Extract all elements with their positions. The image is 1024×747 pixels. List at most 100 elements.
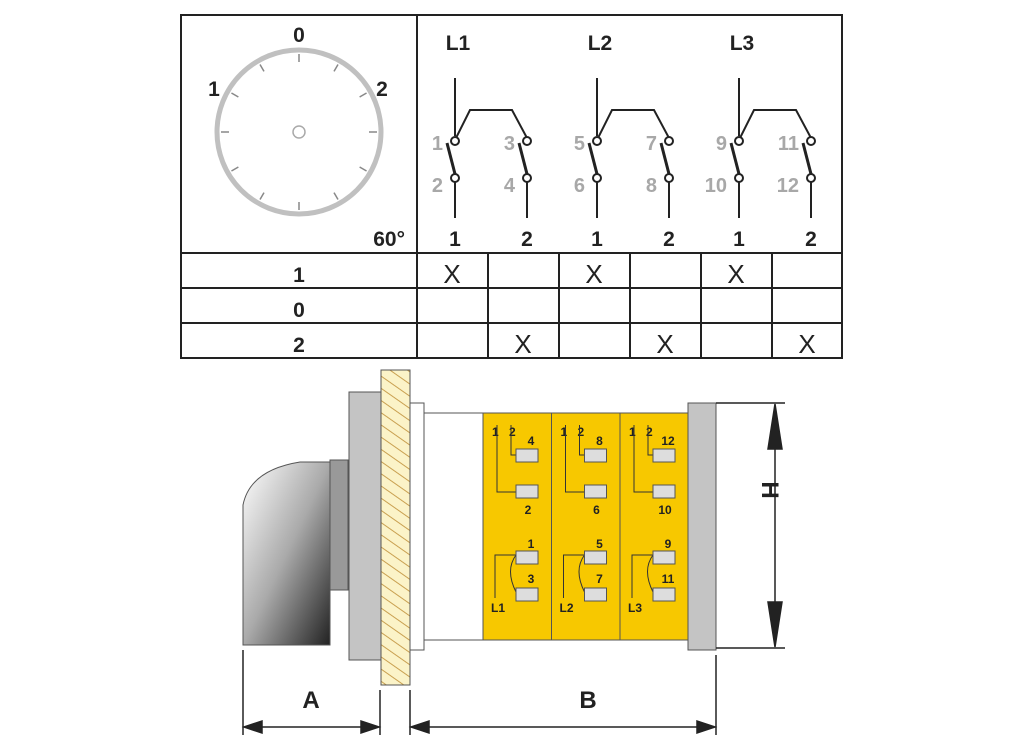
mounting-panel [380,369,411,686]
terminal-number: 3 [528,572,535,586]
contact-mark: X [727,259,744,289]
contact-number: 3 [504,133,515,155]
contact-terminal [450,136,460,146]
bridge-line [738,78,812,141]
dial-tick [231,166,239,172]
dial-label-0: 0 [293,24,305,47]
terminal-number: 11 [662,572,675,586]
contact-number: 2 [432,175,443,197]
dial-tick [359,92,367,98]
contact-terminal [592,136,602,146]
dial-label-2: 2 [376,78,388,101]
contact-number: 12 [777,175,799,197]
screw-terminal [515,587,539,602]
switch-blade [801,142,813,175]
bridge-line [454,78,528,141]
phase-label: L3 [730,32,755,55]
screw-terminal [652,448,676,463]
switch-blade [659,142,671,175]
module-label: 1 [629,425,636,439]
screw-terminal [584,448,607,463]
contact-number: 5 [574,133,585,155]
contact-mark: X [585,259,602,289]
screw-terminal [652,484,676,499]
contact-terminal [734,173,744,183]
knob [242,461,331,646]
screw-terminal [652,550,676,565]
dial-tick [231,92,239,98]
screw-terminal [652,587,676,602]
housing [423,412,484,641]
output-label: 2 [521,228,533,251]
screw-terminal [584,587,607,602]
bridge-line [596,78,670,141]
dial-tick [333,192,339,200]
switch-blade [517,142,529,175]
contact-terminal [806,136,816,146]
terminal-number: 6 [593,503,600,517]
screw-terminal [515,550,539,565]
dial-tick [359,166,367,172]
position-label: 2 [293,334,305,357]
contact-terminal [522,173,532,183]
contact-terminal [592,173,602,183]
contact-terminal [664,173,674,183]
contact-number: 8 [646,175,657,197]
dial-tick [259,192,265,200]
screw-terminal [515,484,539,499]
module-label: 1 [492,425,499,439]
line-label: L3 [628,601,642,615]
contact-number: 9 [716,133,727,155]
dial-tick [333,64,339,72]
contact-mark: X [798,329,815,359]
dimension-h: H [756,481,783,498]
switch-blade [729,142,741,175]
line-label: L1 [491,601,505,615]
screw-terminal [584,550,607,565]
terminal-number: 10 [658,503,672,517]
phase-label: L1 [446,32,471,55]
phase-l1: L1 1 2 1 3 4 2 [432,32,533,251]
contact-terminal [664,136,674,146]
contact-terminal [522,136,532,146]
contact-number: 1 [432,133,443,155]
line-label: L2 [560,601,574,615]
switch-blade [445,142,457,175]
dial-angle: 60° [373,228,405,251]
module-label: 1 [561,425,568,439]
output-label: 1 [449,228,461,251]
contact-number: 6 [574,175,585,197]
terminal-number: 4 [528,434,535,448]
terminal-number: 9 [665,537,672,551]
module-label: 2 [509,425,516,439]
end-cap [687,402,717,651]
switch-blade [587,142,599,175]
screw-terminal [515,448,539,463]
switching-table [180,14,843,359]
dial-label-1: 1 [208,78,220,101]
contact-terminal [450,173,460,183]
dial-tick [259,64,265,72]
contact-mark: X [656,329,673,359]
contact-number: 4 [504,175,516,197]
contact-terminal [806,173,816,183]
terminal-number: 2 [525,503,532,517]
contact-mark: X [443,259,460,289]
dimension-b: B [579,687,596,714]
output-label: 1 [733,228,745,251]
contact-mark: X [514,329,531,359]
module-label: 2 [578,425,585,439]
terminal-number: 5 [596,537,603,551]
position-label: 0 [293,299,305,322]
terminal-number: 12 [661,434,675,448]
front-bezel [348,391,382,661]
terminal-number: 7 [596,572,603,586]
output-label: 2 [663,228,675,251]
